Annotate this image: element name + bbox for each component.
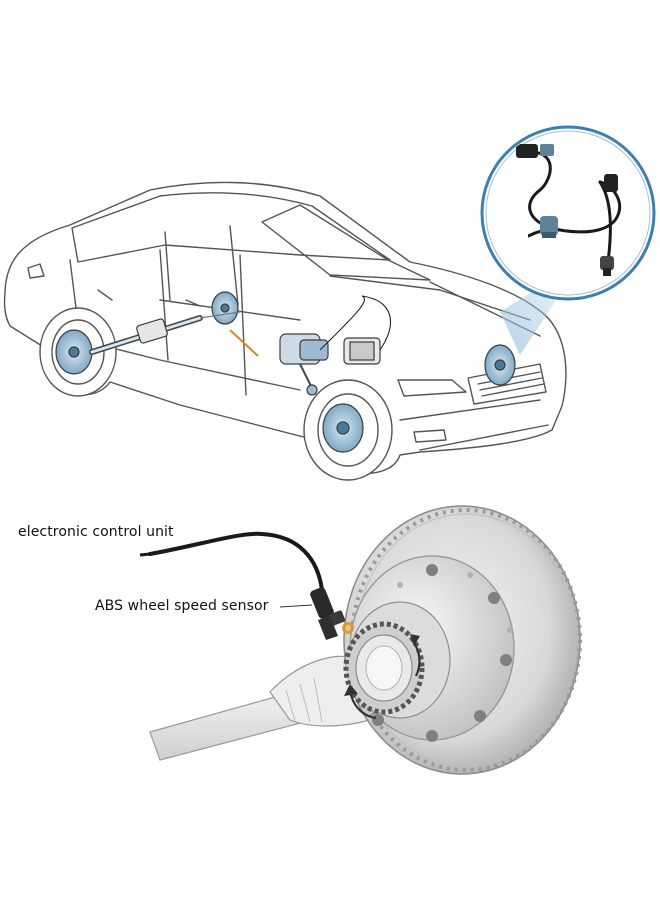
abs-sensor-label: ABS wheel speed sensor [95, 598, 269, 614]
sensor-cable [148, 531, 324, 592]
grille [467, 363, 547, 405]
ecu-label: electronic control unit [18, 524, 174, 540]
abs-sensor-cable-icon [480, 125, 656, 301]
abs-components [55, 291, 516, 453]
sensor-leader-line [279, 604, 313, 608]
inset-pointer-beam [500, 282, 555, 355]
car-windows [71, 192, 391, 263]
windshield [261, 204, 431, 281]
fog-light [413, 429, 447, 443]
headlight [397, 379, 467, 397]
brake-disc-detail [139, 505, 582, 775]
ecu-leader-arrow [139, 552, 151, 557]
abs-sensor-body [310, 587, 334, 619]
